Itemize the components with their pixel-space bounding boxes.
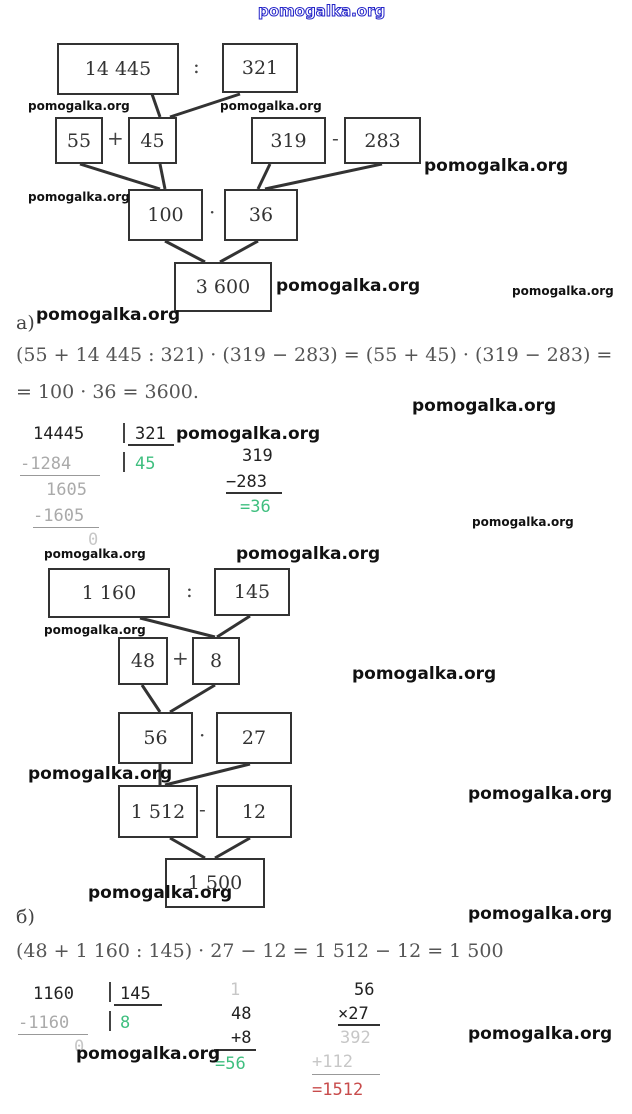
box-result-a: 3 600 [174,262,272,312]
watermark: pomogalka.org [236,544,381,564]
sub-a-line [226,492,282,494]
ld-a-dividend: 14445 [33,424,85,444]
ld-b-divisor-line [114,1004,162,1006]
watermark: pomogalka.org [28,190,130,204]
watermark: pomogalka.org [352,664,497,684]
op-times-b: · [199,723,206,747]
ld-a-bar2 [123,452,125,472]
watermark: pomogalka.org [44,547,146,561]
box-mul2-b: 27 [216,712,292,764]
watermark: pomogalka.org [412,396,557,416]
box-add1-a: 55 [55,117,103,164]
ld-b-dividend: 1160 [33,984,74,1004]
op-div-b: : [186,578,193,602]
box-divisor-b: 145 [214,568,290,616]
box-sub2-b: 12 [216,785,292,838]
equation-b: (48 + 1 160 : 145) · 27 − 12 = 1 512 − 1… [16,940,504,962]
part-a-label: а) [16,312,35,334]
ld-b-bar2 [109,1011,111,1031]
sub-a-top: 319 [242,446,273,466]
sub-a-result: =36 [240,497,271,517]
watermark: pomogalka.org [220,99,322,113]
add-b-result: =56 [215,1054,246,1074]
ld-b-line [18,1034,88,1035]
watermark: pomogalka.org [472,515,574,529]
box-sub1-b: 1 512 [118,785,198,838]
op-div-a: : [193,54,200,78]
box-sub2-a: 283 [344,117,421,164]
mul-b-partial2: +112 [312,1052,353,1072]
add-b-bottom: +8 [231,1028,252,1048]
box-divisor-a: 321 [222,43,298,93]
mul-b-result: =1512 [312,1080,364,1100]
site-watermark[interactable]: pomogalka.org [257,2,386,21]
op-times-a: · [209,200,216,224]
watermark: pomogalka.org [88,883,233,903]
box-result-b: 1 500 [165,858,265,908]
part-b-label: б) [16,906,35,928]
ld-a-rem1: 1605 [46,480,87,500]
watermark: pomogalka.org [468,784,613,804]
watermark: pomogalka.org [512,284,614,298]
ld-a-line2 [33,527,99,528]
ld-b-quotient: 8 [120,1013,131,1033]
box-sub1-a: 319 [251,117,326,164]
add-b-line [214,1049,256,1051]
equation-a-line1: (55 + 14 445 : 321) · (319 − 283) = (55 … [16,344,613,366]
mul-b-partial1: 392 [340,1028,371,1048]
box-add2-b: 8 [192,637,240,685]
box-mul1-b: 56 [118,712,193,764]
ld-b-divisor: 145 [120,984,151,1004]
ld-a-rem2: 0 [88,530,99,550]
watermark: pomogalka.org [176,424,321,444]
watermark: pomogalka.org [468,904,613,924]
add-b-carry: 1 [230,980,241,1000]
mul-b-line2 [312,1074,380,1075]
ld-b-rem: 0 [74,1037,85,1057]
op-minus-b: - [199,797,206,821]
box-dividend-a: 14 445 [57,43,179,95]
ld-a-sub2: -1605 [33,506,85,526]
box-mul2-a: 36 [224,189,298,241]
ld-a-quotient: 45 [135,454,156,474]
watermark: pomogalka.org [36,305,181,325]
ld-a-bar [123,423,125,443]
watermark: pomogalka.org [468,1024,613,1044]
op-minus-a: - [332,126,339,150]
box-add1-b: 48 [118,637,168,685]
sub-a-bottom: −283 [226,472,267,492]
mul-b-top: 56 [354,980,375,1000]
ld-a-line1 [20,475,100,476]
ld-b-bar [109,982,111,1002]
watermark: pomogalka.org [28,764,173,784]
watermark: pomogalka.org [44,623,146,637]
ld-a-divisor-line [128,444,174,446]
watermark: pomogalka.org [76,1044,221,1064]
watermark: pomogalka.org [276,276,421,296]
ld-a-sub1: -1284 [20,454,72,474]
op-plus-a: + [107,126,124,150]
ld-a-divisor: 321 [135,424,166,444]
box-add2-a: 45 [128,117,177,164]
add-b-top: 48 [231,1004,252,1024]
box-mul1-a: 100 [128,189,203,241]
box-dividend-b: 1 160 [48,568,170,618]
op-plus-b: + [172,646,189,670]
mul-b-bottom: ×27 [338,1004,369,1024]
mul-b-line [338,1024,380,1026]
watermark: pomogalka.org [424,156,569,176]
watermark: pomogalka.org [28,99,130,113]
ld-b-sub: -1160 [18,1013,70,1033]
equation-a-line2: = 100 · 36 = 3600. [16,381,199,403]
